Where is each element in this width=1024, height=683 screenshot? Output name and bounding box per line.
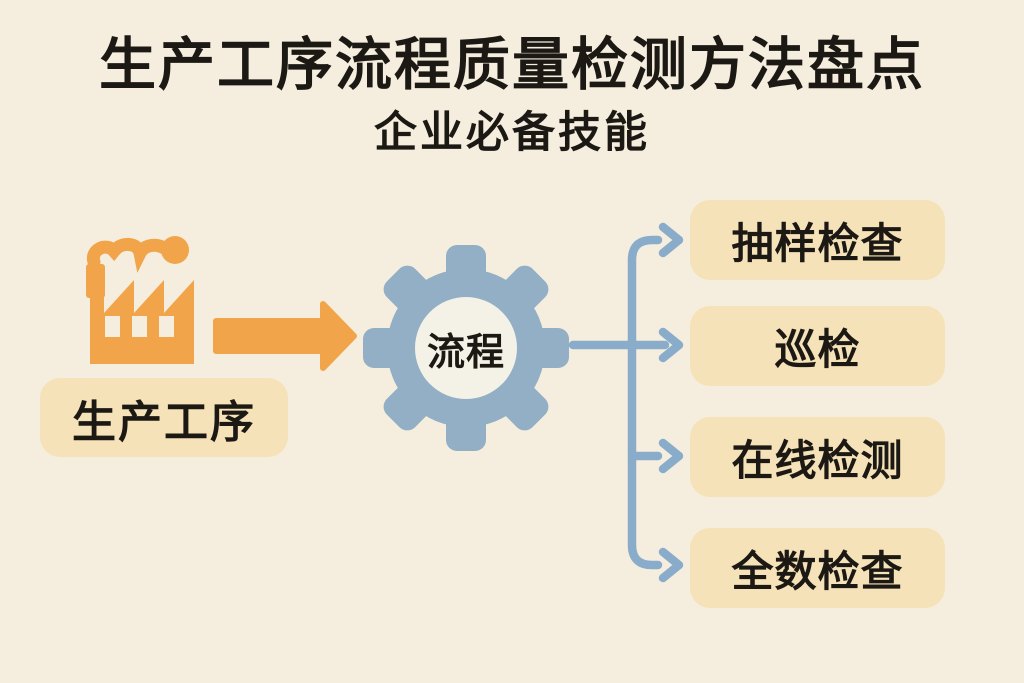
method-box-sampling-inspection: 抽样检查 <box>690 200 945 280</box>
arrow-right-icon <box>213 301 357 371</box>
method-box-online-detection: 在线检测 <box>690 417 945 497</box>
page-title: 生产工序流程质量检测方法盘点 <box>99 33 925 97</box>
method-label: 抽样检查 <box>731 219 904 267</box>
source-process-box: 生产工序 <box>40 378 288 457</box>
method-label: 在线检测 <box>731 436 904 484</box>
process-gear-label: 流程 <box>360 242 572 454</box>
method-label: 巡检 <box>774 325 861 373</box>
method-label: 全数检查 <box>731 547 904 595</box>
method-box-patrol-inspection: 巡检 <box>690 306 945 386</box>
method-box-full-inspection: 全数检查 <box>690 528 945 608</box>
page-subtitle: 企业必备技能 <box>374 109 650 157</box>
gear-icon <box>363 245 569 451</box>
process-label-text: 流程 <box>426 331 505 374</box>
factory-icon <box>86 236 194 364</box>
source-process-label: 生产工序 <box>72 397 256 447</box>
